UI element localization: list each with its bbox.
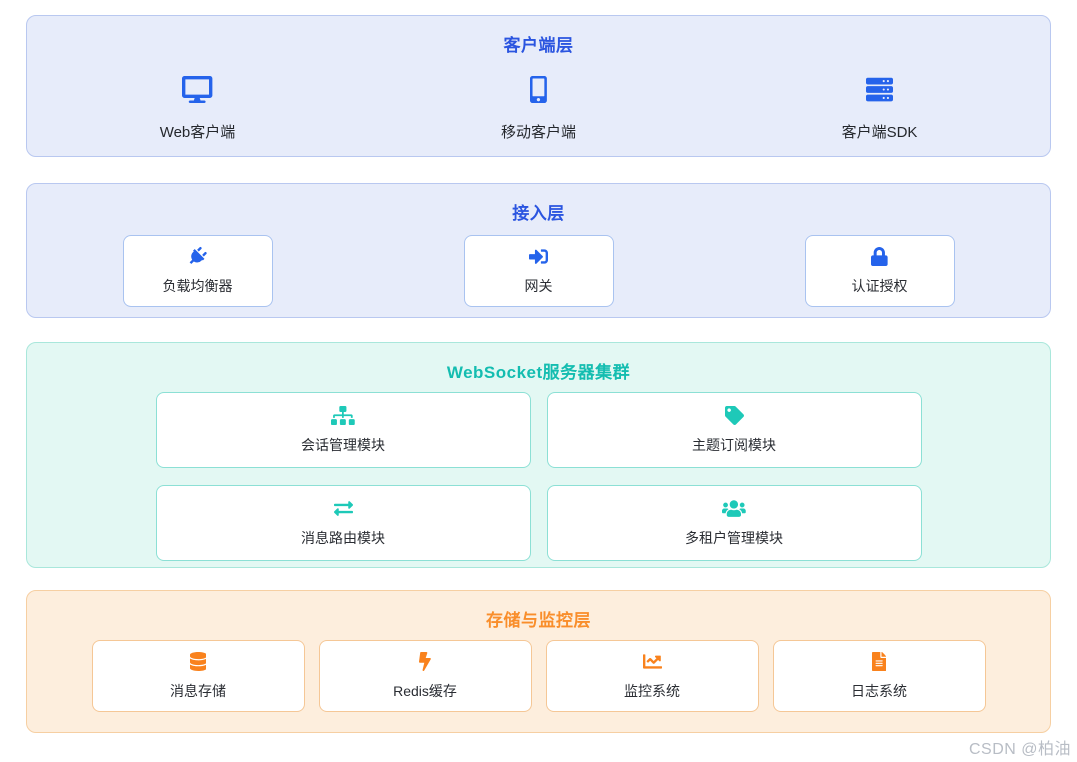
exchange-icon	[333, 500, 353, 516]
websocket-cards-grid: 会话管理模块 主题订阅模块 消息路由模块 多租户管理模块	[27, 392, 1050, 561]
card-routing-module: 消息路由模块	[155, 485, 531, 561]
layer-client: 客户端层 Web客户端 移动客户端 客户端SDK	[26, 15, 1051, 157]
card-label: 多租户管理模块	[685, 529, 783, 546]
card-label: 主题订阅模块	[692, 436, 776, 453]
desktop-icon	[182, 76, 213, 103]
card-label: 认证授权	[851, 277, 908, 294]
client-item-label: 客户端SDK	[841, 124, 918, 141]
layer-storage-monitor: 存储与监控层 消息存储 Redis缓存 监控系统 日志系统	[26, 590, 1051, 733]
layer-access: 接入层 负载均衡器 网关 认证授权	[26, 183, 1051, 318]
database-icon	[189, 651, 207, 671]
bolt-icon	[419, 651, 431, 671]
card-tenant-module: 多租户管理模块	[546, 485, 922, 561]
card-label: 消息路由模块	[301, 529, 385, 546]
plug-icon	[189, 246, 208, 264]
lock-icon	[871, 246, 888, 266]
tag-icon	[724, 405, 744, 425]
mobile-icon	[530, 76, 547, 103]
architecture-diagram: 客户端层 Web客户端 移动客户端 客户端SDK 接入层 负载均衡器	[0, 15, 1077, 762]
layer-websocket-cluster: WebSocket服务器集群 会话管理模块 主题订阅模块 消息路由模块 多租户管…	[26, 342, 1051, 568]
server-icon	[866, 77, 893, 102]
card-label: 负载均衡器	[162, 277, 233, 294]
layer-access-title: 接入层	[512, 204, 565, 223]
file-icon	[871, 651, 887, 671]
card-session-module: 会话管理模块	[155, 392, 531, 468]
card-label: 会话管理模块	[301, 436, 385, 453]
layer-websocket-title: WebSocket服务器集群	[446, 363, 631, 382]
layer-client-title: 客户端层	[503, 36, 574, 55]
card-label: 监控系统	[624, 682, 680, 699]
client-item-label: 移动客户端	[500, 124, 576, 141]
card-label: 日志系统	[851, 682, 907, 699]
client-item-sdk: 客户端SDK	[770, 76, 990, 142]
card-monitor-system: 监控系统	[545, 640, 759, 712]
sitemap-icon	[331, 405, 355, 425]
card-topic-module: 主题订阅模块	[546, 392, 922, 468]
card-gateway: 网关	[463, 235, 614, 307]
access-cards-row: 负载均衡器 网关 认证授权	[27, 235, 1050, 307]
storage-cards-row: 消息存储 Redis缓存 监控系统 日志系统	[27, 640, 1050, 712]
card-label: 网关	[524, 277, 553, 294]
card-label: Redis缓存	[393, 682, 457, 699]
client-item-web: Web客户端	[88, 76, 308, 142]
chart-line-icon	[642, 653, 662, 669]
client-item-mobile: 移动客户端	[429, 76, 649, 142]
card-message-storage: 消息存储	[91, 640, 305, 712]
users-icon	[722, 499, 746, 517]
client-items-row: Web客户端 移动客户端 客户端SDK	[27, 76, 1050, 142]
card-label: 消息存储	[170, 682, 226, 699]
card-log-system: 日志系统	[772, 640, 986, 712]
sign-in-icon	[529, 248, 548, 264]
card-load-balancer: 负载均衡器	[122, 235, 273, 307]
card-redis-cache: Redis缓存	[318, 640, 532, 712]
layer-storage-title: 存储与监控层	[486, 611, 591, 630]
card-auth: 认证授权	[804, 235, 955, 307]
watermark: CSDN @柏油	[968, 741, 1071, 758]
client-item-label: Web客户端	[159, 124, 236, 141]
